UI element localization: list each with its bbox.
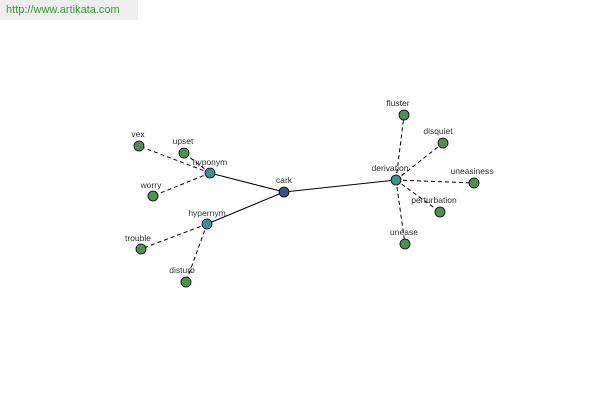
- node-derivation[interactable]: [390, 174, 402, 186]
- node-uneasiness[interactable]: [468, 177, 480, 189]
- node-vex[interactable]: [133, 140, 145, 152]
- edge-hyponym-worry: [152, 172, 211, 197]
- site-url-watermark[interactable]: http://www.artikata.com: [0, 0, 138, 20]
- label-fluster[interactable]: fluster: [386, 98, 409, 108]
- graph-edges: [138, 114, 475, 283]
- label-worry[interactable]: worry: [140, 180, 163, 190]
- label-trouble[interactable]: trouble: [125, 233, 151, 243]
- label-disquiet[interactable]: disquiet: [423, 126, 453, 136]
- edge-hypernym-disturb: [185, 223, 208, 283]
- edge-hyponym-vex: [138, 145, 211, 174]
- label-vex[interactable]: vex: [131, 129, 145, 139]
- label-derivation[interactable]: derivation: [372, 163, 409, 173]
- edge-cark-derivation: [283, 179, 397, 193]
- label-upset[interactable]: upset: [173, 136, 194, 146]
- node-disquiet[interactable]: [437, 137, 449, 149]
- edge-cark-hypernym: [206, 191, 285, 225]
- node-unease[interactable]: [399, 238, 411, 250]
- node-upset[interactable]: [178, 147, 190, 159]
- node-disturb[interactable]: [180, 276, 192, 288]
- label-hyponym[interactable]: hyponym: [193, 157, 228, 167]
- node-fluster[interactable]: [398, 109, 410, 121]
- node-trouble[interactable]: [135, 243, 147, 255]
- edge-cark-hyponym: [209, 172, 285, 193]
- node-hypernym[interactable]: [201, 218, 213, 230]
- edge-derivation-fluster: [395, 114, 405, 181]
- label-uneasiness[interactable]: uneasiness: [450, 166, 493, 176]
- graph-labels: cark hyponym hypernym derivation vex upset wor…: [125, 98, 494, 275]
- node-hyponym[interactable]: [204, 167, 216, 179]
- node-worry[interactable]: [147, 190, 159, 202]
- label-perturbation[interactable]: perturbation: [411, 195, 457, 205]
- edge-derivation-unease: [395, 179, 406, 245]
- node-cark[interactable]: [278, 186, 290, 198]
- edge-hypernym-trouble: [140, 223, 208, 250]
- label-disturb[interactable]: disturb: [169, 265, 195, 275]
- edge-derivation-perturbation: [395, 179, 441, 213]
- edge-derivation-disquiet: [395, 142, 444, 181]
- label-cark[interactable]: cark: [276, 175, 293, 185]
- edge-hyponym-upset: [183, 152, 211, 174]
- node-perturbation[interactable]: [434, 206, 446, 218]
- edge-derivation-uneasiness: [395, 179, 475, 184]
- graph-nodes: [133, 109, 480, 288]
- label-hypernym[interactable]: hypernym: [188, 208, 225, 218]
- label-unease[interactable]: unease: [390, 227, 418, 237]
